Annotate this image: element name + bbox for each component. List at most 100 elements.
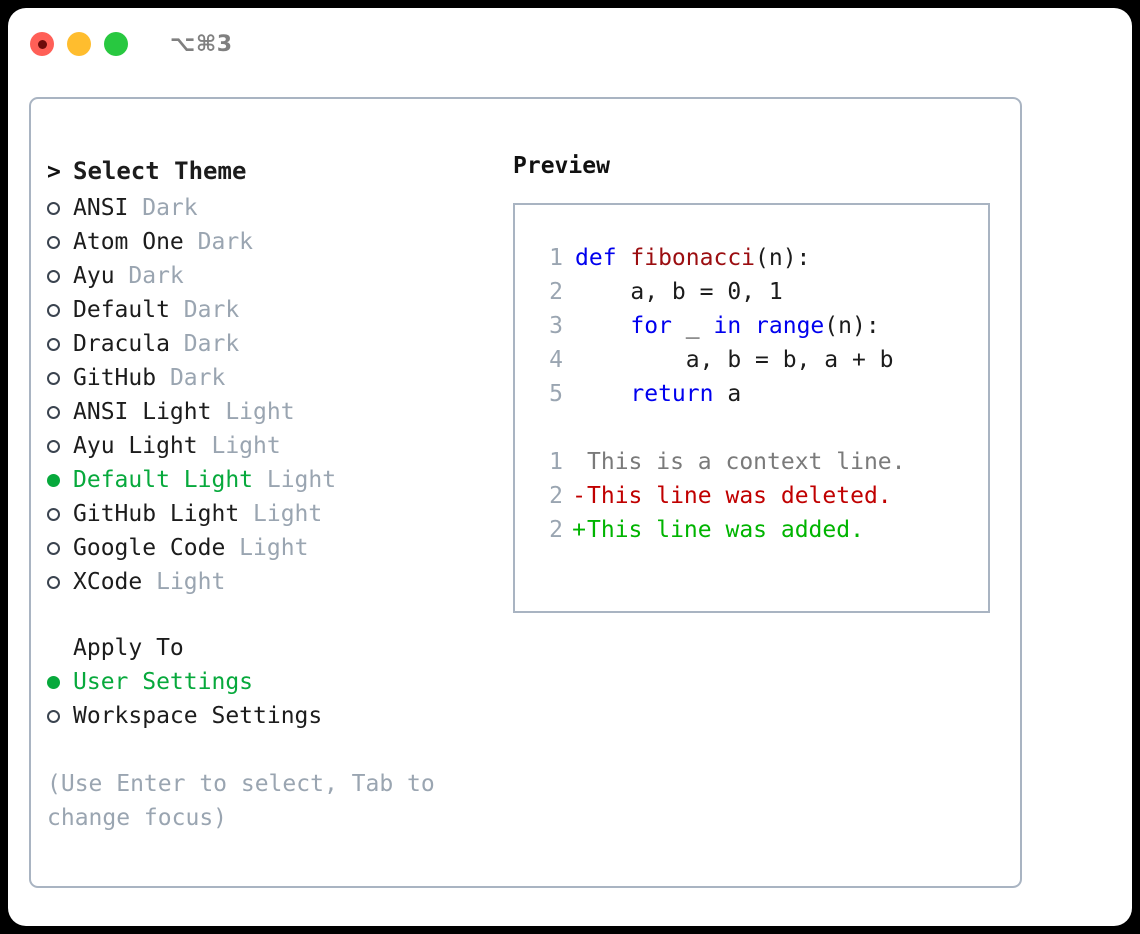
code-text: a, b = b, a + b (563, 347, 894, 373)
radio-unselected-icon (47, 191, 73, 225)
theme-option-label: Google Code (73, 534, 226, 561)
code-token-kw: in (713, 313, 742, 339)
radio-unselected-icon (47, 327, 73, 361)
diff-text: This line was added. (587, 517, 864, 543)
radio-unselected-icon (47, 497, 73, 531)
code-token-fn: fibonacci (630, 245, 756, 271)
code-line: 2 a, b = 0, 1 (529, 279, 988, 313)
theme-option-suffix: Light (197, 432, 281, 459)
radio-unselected-icon (47, 429, 73, 463)
code-line: 5 return a (529, 381, 988, 415)
line-number: 2 (549, 517, 563, 543)
minimize-button[interactable] (67, 32, 91, 56)
theme-option-label: Ayu Light (73, 432, 198, 459)
theme-option-label: GitHub Light (73, 500, 240, 527)
code-token-kw: return (630, 381, 714, 407)
code-token-pl: a, b = 0, 1 (575, 279, 783, 305)
theme-option-github[interactable]: GitHub Dark (47, 361, 493, 395)
theme-option-atom-one[interactable]: Atom One Dark (47, 225, 493, 259)
close-button[interactable] (30, 32, 54, 56)
radio-selected-icon (47, 665, 73, 699)
apply-to-header: Apply To (47, 631, 493, 665)
diff-marker: - (572, 483, 586, 509)
theme-option-ansi-light[interactable]: ANSI Light Light (47, 395, 493, 429)
apply-to-option-label: Workspace Settings (73, 702, 323, 729)
traffic-lights (30, 32, 128, 56)
apply-to-option-workspace-settings[interactable]: Workspace Settings (47, 699, 493, 733)
theme-option-suffix: Light (239, 500, 323, 527)
theme-option-label: Dracula (73, 330, 170, 357)
keyboard-hint-text: (Use Enter to select, Tab to change focu… (47, 771, 449, 831)
code-token-pl: (n): (824, 313, 880, 339)
prompt-caret-icon: > (47, 159, 61, 185)
apply-to-title: Apply To (73, 634, 184, 661)
close-icon (37, 39, 47, 49)
apply-to-option-user-settings[interactable]: User Settings (47, 665, 493, 699)
code-token-pl: a, b = b, a + b (575, 347, 894, 373)
theme-option-suffix: Light (225, 534, 309, 561)
line-number: 2 (549, 279, 563, 305)
theme-option-label: Default Light (73, 466, 254, 493)
theme-option-suffix: Dark (169, 296, 240, 323)
code-token-kw: def (575, 245, 631, 271)
theme-option-default-light[interactable]: Default Light Light (47, 463, 493, 497)
theme-list-title: Select Theme (73, 157, 247, 185)
theme-option-label: Default (73, 296, 170, 323)
line-number: 4 (549, 347, 563, 373)
keyboard-shortcut-label: ⌥⌘3 (170, 31, 233, 57)
line-number: 5 (549, 381, 563, 407)
theme-option-dracula[interactable]: Dracula Dark (47, 327, 493, 361)
theme-option-default[interactable]: Default Dark (47, 293, 493, 327)
radio-unselected-icon (47, 259, 73, 293)
code-token-kw: for (630, 313, 672, 339)
theme-option-suffix: Dark (156, 364, 226, 391)
theme-option-ayu[interactable]: Ayu Dark (47, 259, 493, 293)
title-bar: ⌥⌘3 (8, 8, 1132, 80)
theme-option-ansi[interactable]: ANSI Dark (47, 191, 493, 225)
spacer (47, 599, 493, 631)
radio-unselected-icon (47, 361, 73, 395)
radio-selected-icon (47, 463, 73, 497)
diff-marker: + (572, 517, 586, 543)
code-text: a, b = 0, 1 (563, 279, 783, 305)
theme-option-suffix: Dark (128, 194, 198, 221)
theme-option-suffix: Dark (169, 330, 240, 357)
theme-option-label: XCode (73, 568, 143, 595)
theme-option-suffix: Light (253, 466, 337, 493)
theme-option-xcode[interactable]: XCode Light (47, 565, 493, 599)
maximize-button[interactable] (104, 32, 128, 56)
line-number: 3 (549, 313, 563, 339)
code-token-bi: range (755, 313, 825, 339)
code-token-pl: _ (671, 313, 714, 339)
theme-option-label: ANSI (73, 194, 129, 221)
theme-option-label: GitHub (73, 364, 157, 391)
diff-text: This is a context line. (587, 449, 906, 475)
theme-option-ayu-light[interactable]: Ayu Light Light (47, 429, 493, 463)
code-token-pl: (n): (755, 245, 811, 271)
diff-line-del: 2-This line was deleted. (529, 483, 988, 517)
apply-to-option-label: User Settings (73, 668, 254, 695)
diff-marker (563, 449, 587, 475)
theme-list-header: > Select Theme (47, 153, 493, 191)
theme-option-suffix: Light (142, 568, 226, 595)
line-number: 1 (549, 449, 563, 475)
theme-option-label: Atom One (73, 228, 184, 255)
code-text: return a (563, 381, 741, 407)
theme-option-google-code[interactable]: Google Code Light (47, 531, 493, 565)
code-line: 3 for _ in range(n): (529, 313, 988, 347)
theme-option-suffix: Dark (183, 228, 254, 255)
diff-line-add: 2 +This line was added. (529, 517, 988, 551)
code-text: for _ in range(n): (563, 313, 880, 339)
radio-unselected-icon (47, 225, 73, 259)
theme-option-github-light[interactable]: GitHub Light Light (47, 497, 493, 531)
theme-option-label: ANSI Light (73, 398, 212, 425)
line-number: 1 (549, 245, 563, 271)
diff-text: This line was deleted. (587, 483, 892, 509)
